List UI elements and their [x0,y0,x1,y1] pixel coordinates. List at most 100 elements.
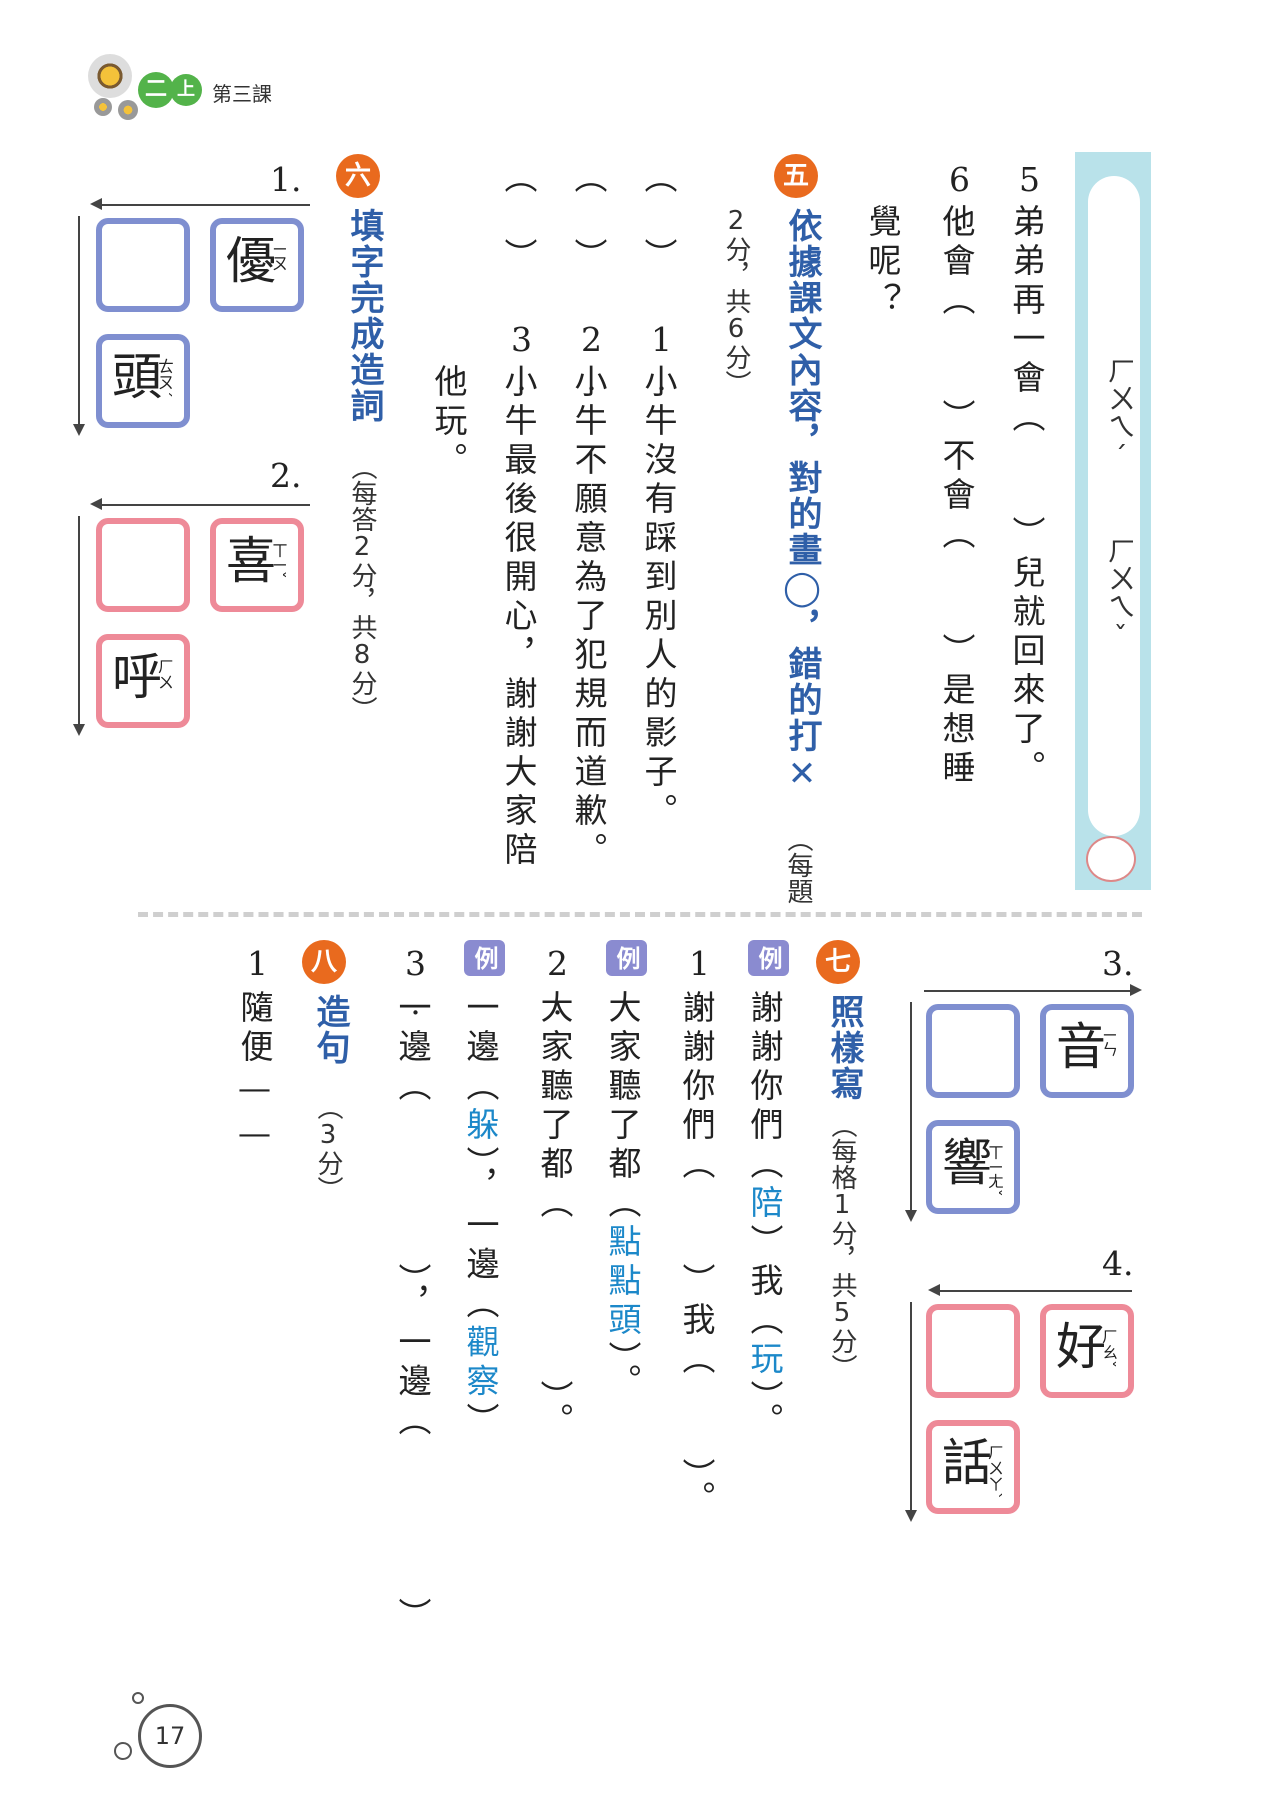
speech-bubble: ㄏㄨㄟˊ ㄏㄨㄟˇ [1088,176,1140,836]
question-text[interactable]: 隨便—— [235,990,274,1158]
example-text: 大家聽了都（點點頭）。 [603,990,642,1403]
answer-paren[interactable]: （ ） [569,160,608,277]
arrow-left-icon [90,198,102,210]
arrow-line [98,504,310,506]
question-text[interactable]: 大家聽了都（ ）。 [535,990,574,1442]
question-number: 1. [680,944,719,1022]
box-zhuyin: ㄧㄣ [1099,1028,1118,1057]
section-title: 造句 [310,994,350,1066]
page-header: 二 上 第三課 [88,54,348,124]
character-box: 話 ㄏㄨㄚˋ [926,1420,1020,1514]
box-character: 頭 [112,348,162,406]
box-zhuyin: ㄏㄨ [155,658,174,690]
blank-box[interactable] [926,1304,1020,1398]
arrow-line [910,1302,912,1514]
blank-box[interactable] [926,1004,1020,1098]
answer-paren[interactable]: （ ） [499,160,538,277]
box-character: 響 [942,1134,992,1192]
lesson-title: 第三課 [212,82,272,106]
arrow-line [938,1290,1132,1292]
box-character: 喜 [226,532,276,590]
question-number: 3. [396,944,435,1022]
character-box: 好 ㄏㄠˇ [1040,1304,1134,1398]
box-character: 音 [1056,1018,1106,1076]
section-title: 照樣寫 [824,994,864,1102]
answer-paren[interactable]: （ ） [639,160,678,277]
example-answer: 陪 [745,1185,784,1224]
box-zhuyin: ㄏㄠˇ [1099,1328,1118,1368]
character-box: 音 ㄧㄣ [1040,1004,1134,1098]
bubble-zhuyin-2: ㄏㄨㄟˇ [1104,536,1137,653]
arrow-line [78,216,80,428]
group-label: 1. [270,160,302,199]
arrow-line [98,204,310,206]
example-badge: 例 [464,940,505,980]
question-number: 1. [642,320,681,398]
arrow-down-icon [905,1510,917,1522]
example-badge: 例 [606,940,647,980]
question-text[interactable]: 謝謝你們（ ）我（ ）。 [677,990,716,1520]
group-label: 3. [1102,944,1134,983]
section-badge: 五 [774,154,818,198]
section-divider [138,912,1142,917]
character-box: 頭 ㄊㄡˊ [96,334,190,428]
character-box: 優 ㄧㄡ [210,218,304,312]
arrow-down-icon [73,724,85,736]
page-number: 17 [138,1704,202,1768]
flower-icon [88,54,132,98]
example-badge: 例 [748,940,789,980]
character-box: 呼 ㄏㄨ [96,634,190,728]
character-box: 喜 ㄒㄧˇ [210,518,304,612]
box-character: 優 [226,232,276,290]
arrow-line [78,516,80,728]
section-badge: 七 [816,940,860,984]
box-zhuyin: ㄏㄨㄚˋ [985,1444,1004,1500]
term-badge: 上 [170,74,202,106]
box-zhuyin: ㄒㄧˇ [269,542,288,579]
blank-box[interactable] [96,218,190,312]
box-zhuyin: ㄊㄡˊ [155,358,174,398]
question-number: 2. [572,320,611,398]
question-number: 3. [502,320,541,398]
example-text: 一邊（躲），一邊（觀察） [461,990,500,1442]
flower-icon [94,98,112,116]
box-zhuyin: ㄒㄧㄤˇ [985,1144,1004,1197]
decor-dot [114,1742,132,1760]
section-note: （3分） [313,1094,343,1202]
arrow-right-icon [1130,984,1142,996]
example-answer: 玩 [745,1341,784,1380]
section-title: 填字完成造詞 [344,208,384,424]
question-number: 5. [1010,160,1049,238]
example-answer: 點點頭 [603,1224,642,1341]
decor-dot [132,1692,144,1704]
blank-box[interactable] [96,518,190,612]
box-character: 話 [942,1434,992,1492]
arrow-line [924,990,1132,992]
question-text[interactable]: 一邊（ ），一邊（ ） [393,990,432,1637]
section-badge: 八 [302,940,346,984]
question-text: 他玩。 [429,364,468,481]
section-badge: 六 [336,154,380,198]
arrow-left-icon [90,498,102,510]
example-answer: 躲 [461,1107,500,1146]
question-text: 小牛不願意為了犯規而道歉。 [569,364,608,871]
character-box: 響 ㄒㄧㄤˇ [926,1120,1020,1214]
question-text: 小牛沒有踩到別人的影子。 [639,364,678,832]
question-number: 1. [238,944,277,1022]
flower-icon [118,100,138,120]
chick-icon [1086,836,1136,882]
example-text: 謝謝你們（陪）我（玩）。 [745,990,784,1442]
section-note: （每格1分，共5分） [827,1112,857,1380]
section-note: 2分，共6分） [721,206,751,396]
question-text: 小牛最後很開心，謝謝大家陪 [499,364,538,871]
question-text: 弟弟再一會（ ）兒就回來了。 [1007,204,1046,789]
box-zhuyin: ㄧㄡ [269,242,288,271]
grade-badge: 二 [138,72,174,108]
question-number: 6. [940,160,979,238]
arrow-down-icon [905,1210,917,1222]
box-character: 好 [1056,1318,1106,1376]
section-title: 依據課文內容，對的畫◯，錯的打✕ [782,208,822,796]
example-answer: 觀察 [461,1324,500,1403]
section-note: （每題 [783,826,813,904]
arrow-down-icon [73,424,85,436]
